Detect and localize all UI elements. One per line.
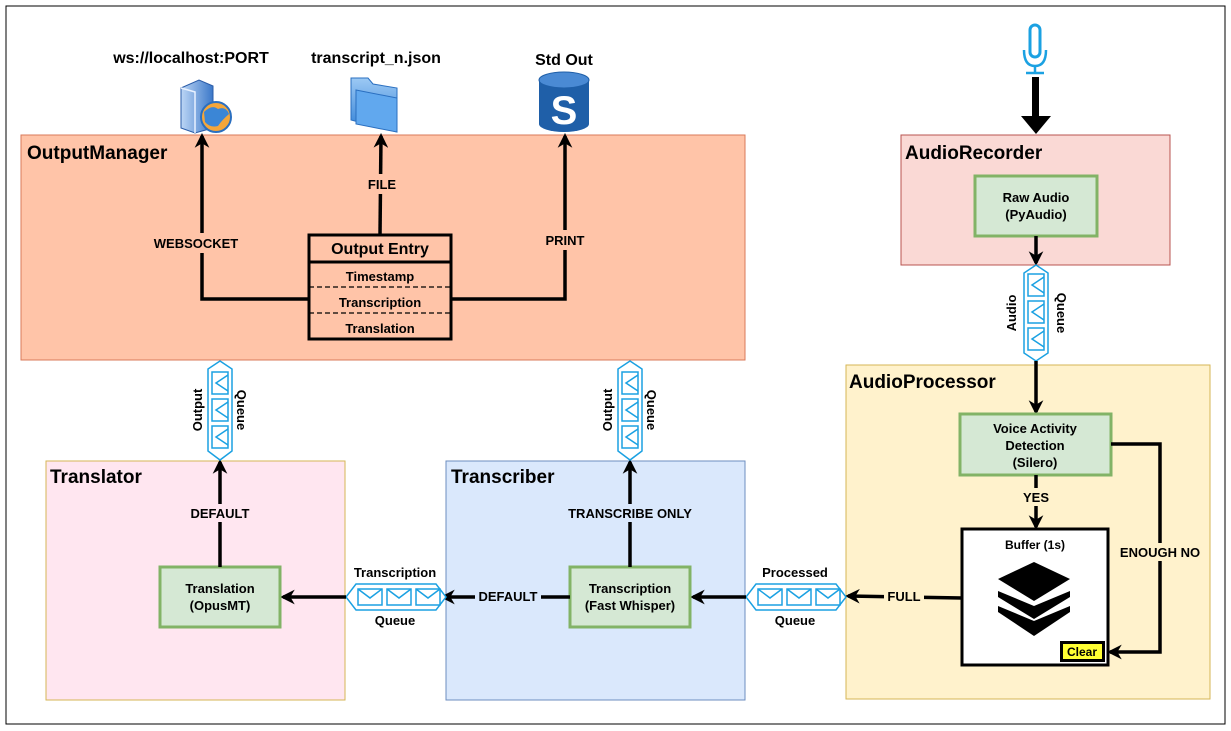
transcriber-title: Transcriber: [451, 467, 555, 488]
database-s-icon: S: [538, 71, 590, 133]
file-target-label: transcript_n.json: [311, 50, 441, 67]
output-queue-right-label2: Queue: [644, 390, 659, 430]
output-queue-right-icon: [617, 360, 643, 461]
full-edge-bg: [884, 588, 924, 606]
output-queue-left-label1: Output: [190, 388, 205, 431]
raw-audio-line1: Raw Audio: [1003, 190, 1070, 205]
transcribe-only-edge-label: TRANSCRIBE ONLY: [568, 506, 692, 521]
output-entry-field: Translation: [345, 321, 414, 336]
translator-default-edge-label: DEFAULT: [191, 506, 250, 521]
layers-icon: [998, 562, 1070, 636]
translation-line1: Translation: [185, 581, 254, 596]
raw-audio-node: [973, 174, 1099, 238]
print-edge-bg: [538, 230, 590, 250]
transcription-node: [568, 565, 692, 629]
translator-title: Translator: [50, 467, 142, 488]
transcribe-only-edge-bg: [561, 504, 699, 522]
output-queue-left-label2: Queue: [234, 390, 249, 430]
transcriber-default-edge-label: DEFAULT: [479, 589, 538, 604]
output-queue-left-icon: [207, 360, 233, 461]
transcription-queue-label2: Queue: [375, 613, 415, 628]
transcription-queue-icon: [345, 583, 447, 611]
websocket-edge: [194, 133, 309, 301]
audio-queue-label2: Queue: [1054, 293, 1069, 333]
websocket-edge-bg: [146, 233, 246, 253]
server-globe-icon: [180, 79, 232, 134]
raw-audio-line2: (PyAudio): [1005, 207, 1066, 222]
transcription-line1: Transcription: [589, 581, 671, 596]
audio-queue-icon: [1023, 264, 1049, 362]
folder-icon: [350, 77, 398, 133]
transcription-line2: (Fast Whisper): [585, 598, 675, 613]
svg-text:S: S: [551, 89, 578, 133]
websocket-edge-label: WEBSOCKET: [154, 236, 239, 251]
output-entry-field: Transcription: [339, 295, 421, 310]
output-queue-right-label1: Output: [600, 388, 615, 431]
yes-edge-bg: [1018, 488, 1054, 506]
translation-node: [158, 565, 282, 629]
audio-recorder-title: AudioRecorder: [905, 143, 1043, 164]
websocket-target-label: ws://localhost:PORT: [112, 50, 269, 67]
output-entry-table: Output Entry Timestamp Transcription Tra…: [307, 233, 453, 341]
output-entry-title: Output Entry: [331, 241, 429, 258]
full-edge-label: FULL: [887, 589, 920, 604]
buffer-label: Buffer (1s): [1005, 538, 1065, 552]
translation-line2: (OpusMT): [190, 598, 251, 613]
vad-line3: (Silero): [1013, 455, 1058, 470]
yes-edge-label: YES: [1023, 490, 1049, 505]
output-manager-title: OutputManager: [27, 143, 168, 164]
enough-no-edge-bg: [1115, 543, 1205, 561]
translator-default-edge-bg: [185, 504, 255, 522]
audio-queue-label1: Audio: [1004, 295, 1019, 332]
mic-to-recorder-arrow: [1021, 77, 1051, 134]
output-manager-container: [20, 134, 746, 361]
print-edge-label: PRINT: [546, 233, 585, 248]
file-edge-bg: [362, 174, 402, 194]
microphone-icon: [1022, 23, 1048, 75]
transcriber-default-edge-bg: [475, 587, 541, 605]
audio-processor-title: AudioProcessor: [849, 372, 996, 393]
vad-line2: Detection: [1005, 438, 1064, 453]
print-edge: [451, 133, 573, 301]
processed-queue-label1: Processed: [762, 565, 828, 580]
transcription-queue-label1: Transcription: [354, 565, 436, 580]
file-edge-label: FILE: [368, 177, 396, 192]
clear-label: Clear: [1067, 645, 1097, 659]
processed-queue-label2: Queue: [775, 613, 815, 628]
vad-line1: Voice Activity: [993, 421, 1078, 436]
output-entry-field: Timestamp: [346, 269, 414, 284]
processed-queue-icon: [745, 583, 847, 611]
clear-button: [1063, 644, 1102, 659]
stdout-target-label: Std Out: [535, 52, 593, 69]
enough-no-edge-label: ENOUGH NO: [1120, 545, 1200, 560]
